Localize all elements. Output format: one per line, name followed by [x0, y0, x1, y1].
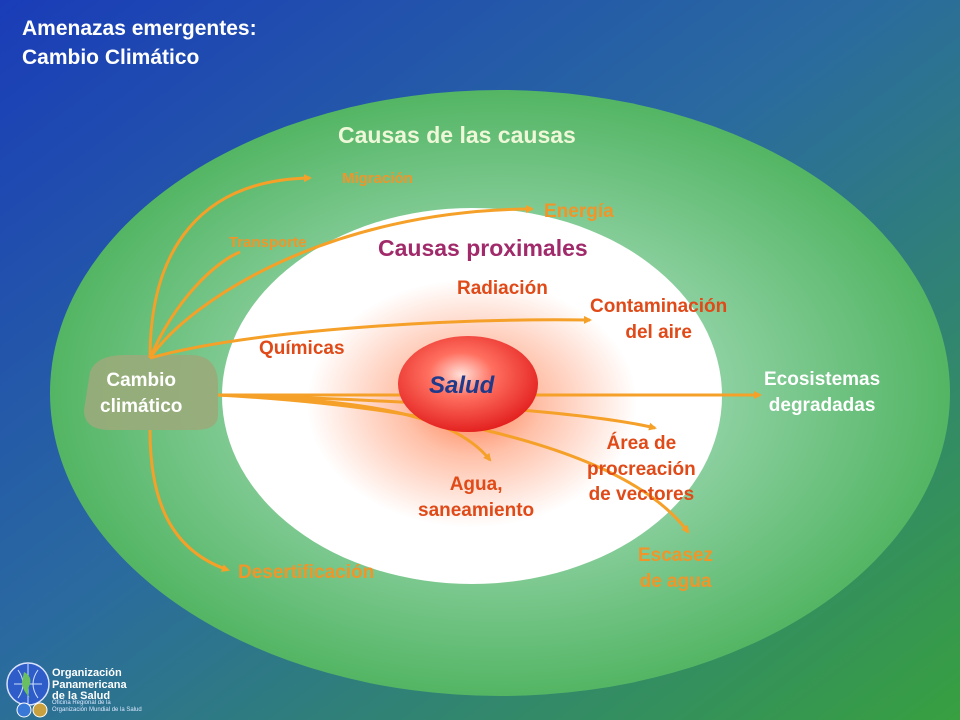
- inner-label: Causas proximales: [378, 235, 588, 261]
- outer-label: Causas de las causas: [338, 122, 576, 148]
- label-escasez: Escasez de agua: [638, 543, 713, 594]
- logo-name: Organización Panamericana de la Salud: [52, 667, 127, 703]
- logo-sub2: Organización Mundial de la Salud: [52, 707, 142, 714]
- label-area-line2: procreación: [587, 458, 696, 480]
- arrow-transporte: [148, 250, 241, 359]
- label-escasez-line1: Escasez: [638, 545, 714, 566]
- label-agua-line1: Agua,: [449, 474, 503, 495]
- logo-sub1: Oficina Regional de la: [52, 700, 111, 706]
- paho-logo: [6, 662, 50, 718]
- slide-title: Amenazas emergentes: Cambio Climático: [22, 14, 257, 73]
- label-cambio-climatico: Cambio climático: [100, 368, 182, 419]
- who-emblem-icon: [16, 702, 32, 718]
- label-ecosistemas: Ecosistemas degradadas: [764, 367, 880, 418]
- label-area-vectores: Área de procreación de vectores: [587, 431, 696, 508]
- label-radiacion: Radiación: [457, 278, 548, 299]
- label-contaminacion-line2: del aire: [625, 321, 692, 343]
- label-ecosistemas-line2: degradadas: [768, 394, 876, 416]
- label-transporte: Transporte: [229, 234, 307, 251]
- climate-change-shape: [84, 355, 218, 430]
- salud-circle: [398, 336, 538, 432]
- arrow-desertificacion: [148, 429, 230, 572]
- paho-emblem-icon: [32, 702, 48, 718]
- logo-line1: Organización: [52, 667, 122, 679]
- arrow-migracion: [148, 174, 312, 359]
- label-area-line3: de vectores: [588, 484, 695, 506]
- label-cambio-line2: climático: [100, 395, 183, 417]
- label-ecosistemas-line1: Ecosistemas: [764, 369, 881, 390]
- label-desertificacion: Desertificación: [238, 562, 375, 583]
- label-quimicas: Químicas: [259, 338, 345, 359]
- logo-line3: de la Salud: [52, 690, 111, 703]
- label-energia: Energía: [544, 201, 614, 222]
- label-contaminacion-line1: Contaminación: [590, 296, 728, 317]
- label-migracion: Migración: [342, 170, 413, 187]
- slide-title-line2: Cambio Climático: [22, 46, 200, 70]
- arrow-energia: [148, 205, 534, 359]
- arrow-escasez: [217, 393, 690, 534]
- label-cambio-line1: Cambio: [106, 370, 177, 391]
- label-contaminacion: Contaminación del aire: [590, 294, 727, 345]
- label-escasez-line2: de agua: [639, 570, 712, 592]
- center-label: Salud: [429, 372, 495, 399]
- label-agua: Agua, saneamiento: [418, 472, 534, 523]
- arrow-contaminacion: [149, 315, 592, 360]
- logo-line2: Panamericana: [52, 678, 127, 691]
- label-area-line1: Área de: [606, 433, 677, 454]
- logo-subtitle: Oficina Regional de la Organización Mund…: [52, 700, 142, 714]
- slide-title-line1: Amenazas emergentes:: [22, 17, 257, 40]
- label-agua-line2: saneamiento: [418, 499, 535, 521]
